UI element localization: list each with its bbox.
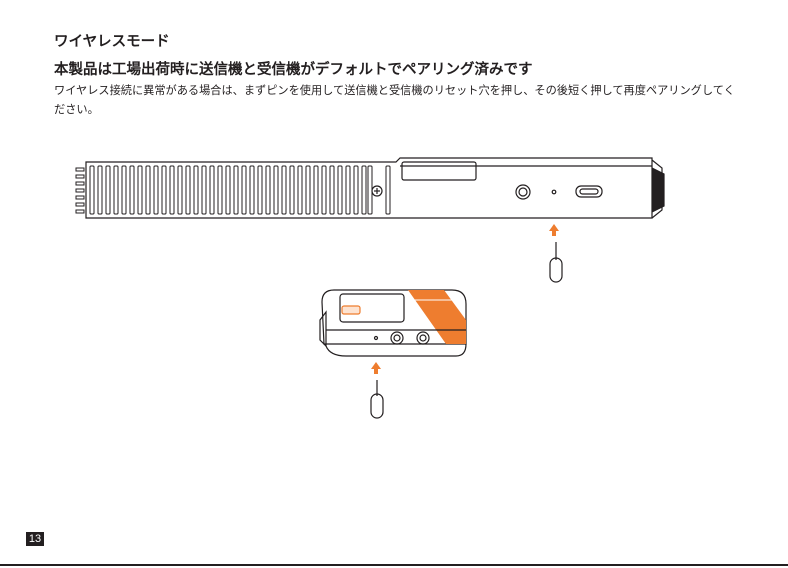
arrow-up-icon <box>549 224 559 236</box>
page-number: 13 <box>26 532 44 546</box>
reset-pin-icon <box>550 242 562 282</box>
reset-pin-icon <box>371 380 383 418</box>
receiver-device-icon <box>76 158 664 218</box>
arrow-up-icon <box>371 362 381 374</box>
footer-rule <box>0 564 788 566</box>
transmitter-device-icon <box>320 290 466 356</box>
